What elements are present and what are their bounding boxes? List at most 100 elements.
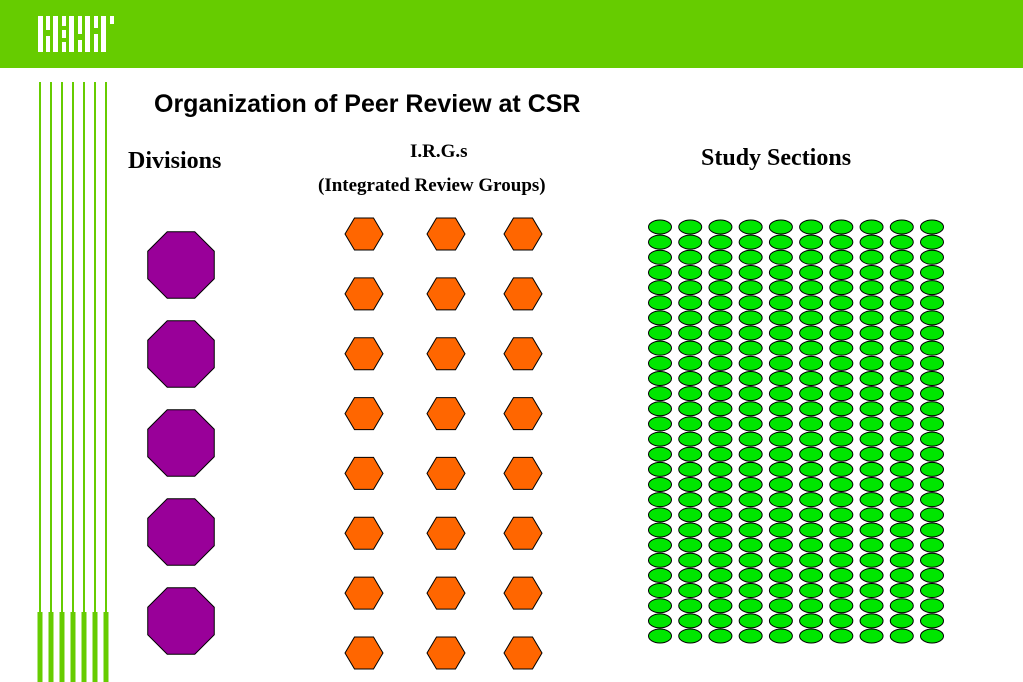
study-section-ellipse <box>768 416 793 432</box>
study-section-ellipse <box>768 537 793 553</box>
study-section-ellipse <box>799 461 824 477</box>
study-section-ellipse <box>678 401 703 417</box>
study-section-ellipse <box>678 355 703 371</box>
study-section-ellipse <box>920 416 944 432</box>
study-section-ellipse <box>889 567 914 583</box>
study-section-ellipse <box>889 325 914 341</box>
study-section-ellipse <box>708 295 733 311</box>
irg-hexagon <box>344 456 384 490</box>
study-section-ellipse <box>920 567 944 583</box>
study-section-ellipse <box>738 249 763 265</box>
study-section-ellipse <box>768 477 793 493</box>
study-section-ellipse <box>678 219 703 235</box>
study-section-ellipse <box>648 234 672 250</box>
study-section-ellipse <box>889 295 914 311</box>
study-section-ellipse <box>920 477 944 493</box>
irg-hexagon <box>344 576 384 610</box>
study-section-ellipse <box>738 507 763 523</box>
study-section-ellipse <box>799 325 824 341</box>
study-section-ellipse <box>768 401 793 417</box>
study-section-ellipse <box>829 522 854 538</box>
study-section-ellipse <box>768 522 793 538</box>
study-section-ellipse <box>889 249 914 265</box>
division-octagon <box>147 587 215 655</box>
study-section-ellipse <box>768 567 793 583</box>
study-section-ellipse <box>829 234 854 250</box>
study-section-ellipse <box>829 613 854 629</box>
study-section-ellipse <box>829 386 854 402</box>
study-section-ellipse <box>859 446 884 462</box>
study-section-ellipse <box>678 522 703 538</box>
study-section-ellipse <box>738 567 763 583</box>
study-section-ellipse <box>829 552 854 568</box>
irg-hexagon <box>426 576 466 610</box>
irg-hexagon <box>503 516 543 550</box>
study-section-ellipse <box>859 325 884 341</box>
irg-hexagon <box>426 277 466 311</box>
study-section-ellipse <box>768 386 793 402</box>
study-section-ellipse <box>648 416 672 432</box>
study-section-ellipse <box>678 310 703 326</box>
study-section-ellipse <box>829 507 854 523</box>
study-section-ellipse <box>799 507 824 523</box>
study-section-ellipse <box>648 537 672 553</box>
study-section-ellipse <box>920 401 944 417</box>
study-section-ellipse <box>859 613 884 629</box>
study-section-ellipse <box>708 613 733 629</box>
study-section-ellipse <box>768 295 793 311</box>
study-section-ellipse <box>648 355 672 371</box>
study-section-ellipse <box>738 219 763 235</box>
division-octagon <box>147 409 215 477</box>
irg-hexagon <box>503 337 543 371</box>
study-section-ellipse <box>738 401 763 417</box>
study-section-ellipse <box>708 370 733 386</box>
study-section-ellipse <box>648 310 672 326</box>
study-section-ellipse <box>768 613 793 629</box>
study-section-ellipse <box>768 249 793 265</box>
study-section-ellipse <box>648 477 672 493</box>
irg-hexagon <box>344 397 384 431</box>
study-section-ellipse <box>738 522 763 538</box>
study-section-ellipse <box>829 431 854 447</box>
study-section-ellipse <box>648 340 672 356</box>
study-section-ellipse <box>648 446 672 462</box>
csr-logo-icon <box>38 16 114 52</box>
study-section-ellipse <box>829 492 854 508</box>
study-section-ellipse <box>799 567 824 583</box>
study-section-ellipse <box>829 583 854 599</box>
study-section-ellipse <box>829 295 854 311</box>
study-section-ellipse <box>708 552 733 568</box>
irg-subheading: (Integrated Review Groups) <box>318 175 546 196</box>
study-section-ellipse <box>920 264 944 280</box>
study-section-ellipse <box>920 461 944 477</box>
study-section-ellipse <box>920 552 944 568</box>
study-section-ellipse <box>708 280 733 296</box>
study-section-ellipse <box>799 386 824 402</box>
study-section-ellipse <box>678 446 703 462</box>
study-section-ellipse <box>738 386 763 402</box>
study-section-ellipse <box>768 310 793 326</box>
study-section-ellipse <box>859 522 884 538</box>
study-section-ellipse <box>920 370 944 386</box>
study-section-ellipse <box>859 264 884 280</box>
study-section-ellipse <box>859 583 884 599</box>
study-section-ellipse <box>678 537 703 553</box>
study-section-ellipse <box>920 355 944 371</box>
study-section-ellipse <box>889 628 914 644</box>
study-section-ellipse <box>859 628 884 644</box>
study-section-ellipse <box>859 386 884 402</box>
study-section-ellipse <box>889 280 914 296</box>
study-section-ellipse <box>678 249 703 265</box>
study-section-ellipse <box>708 355 733 371</box>
study-section-ellipse <box>738 295 763 311</box>
study-section-ellipse <box>768 461 793 477</box>
study-section-ellipse <box>708 264 733 280</box>
study-section-ellipse <box>648 370 672 386</box>
study-section-ellipse <box>648 552 672 568</box>
study-section-ellipse <box>648 280 672 296</box>
study-section-ellipse <box>859 416 884 432</box>
study-section-ellipse <box>859 249 884 265</box>
study-section-ellipse <box>829 567 854 583</box>
irg-hexagon <box>344 337 384 371</box>
study-section-ellipse <box>768 234 793 250</box>
